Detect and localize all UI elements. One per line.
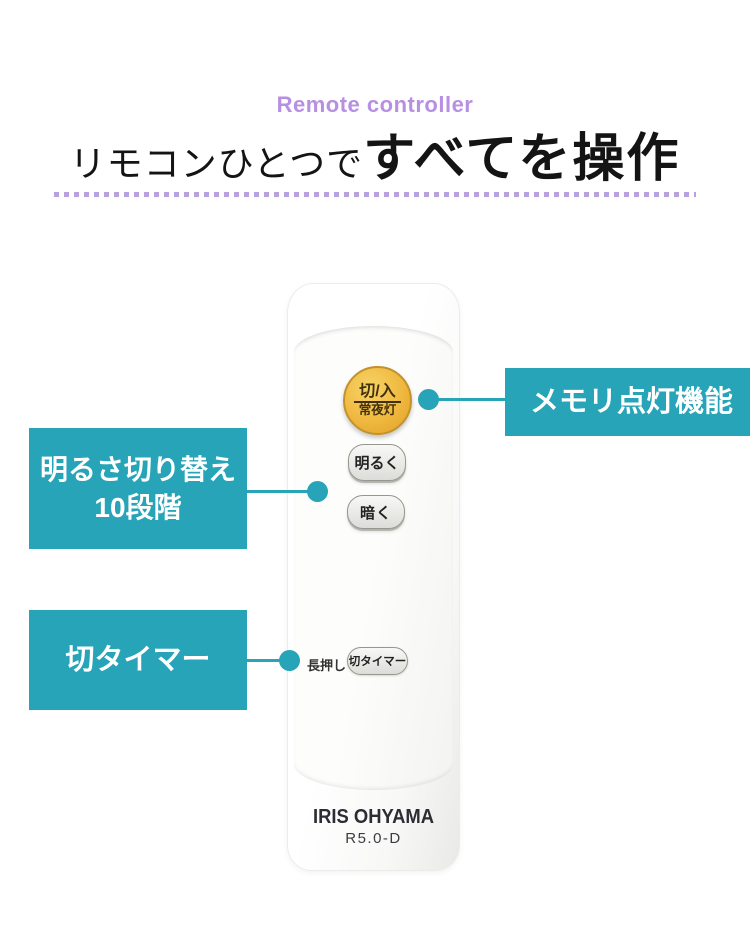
callout-memory-function: メモリ点灯機能	[505, 368, 750, 436]
model-number: R5.0-D	[345, 830, 402, 847]
off-timer-button: 切タイマー	[347, 647, 408, 675]
memory-connector-line	[428, 398, 506, 401]
power-night-light-button: 切/入 常夜灯	[343, 366, 412, 435]
callout-brightness-levels: 明るさ切り替え 10段階	[29, 428, 247, 549]
remote-control-body: 切/入 常夜灯 明るく 暗く 長押し 切タイマー IRIS OHYAMA R5.…	[287, 283, 460, 871]
brighter-button: 明るく	[348, 444, 406, 481]
eyebrow-label: Remote controller	[276, 92, 474, 117]
callout-off-timer: 切タイマー	[29, 610, 247, 710]
page-title-small: リモコンひとつで	[69, 143, 364, 184]
callout-brightness-line1: 明るさ切り替え	[39, 453, 236, 485]
brightness-connector-line	[246, 490, 318, 493]
callout-brightness-line2: 10段階	[94, 491, 182, 523]
darker-button: 暗く	[347, 495, 405, 529]
power-button-label-bottom: 常夜灯	[358, 403, 397, 418]
brand-logo-text: IRIS OHYAMA	[312, 806, 434, 828]
timer-connector-dot	[279, 650, 300, 671]
off-timer-row: 長押し 切タイマー	[288, 647, 459, 677]
long-press-label: 長押し	[307, 658, 347, 673]
dotted-divider	[54, 192, 696, 197]
timer-connector-line	[246, 659, 290, 662]
page-title-large: すべてを操作	[363, 130, 681, 188]
page-title: リモコンひとつですべてを操作	[0, 133, 750, 185]
memory-connector-dot	[418, 389, 439, 410]
brand-block: IRIS OHYAMA R5.0-D	[288, 806, 459, 847]
brightness-connector-dot	[307, 481, 328, 502]
power-button-label-top: 切/入	[354, 383, 401, 404]
